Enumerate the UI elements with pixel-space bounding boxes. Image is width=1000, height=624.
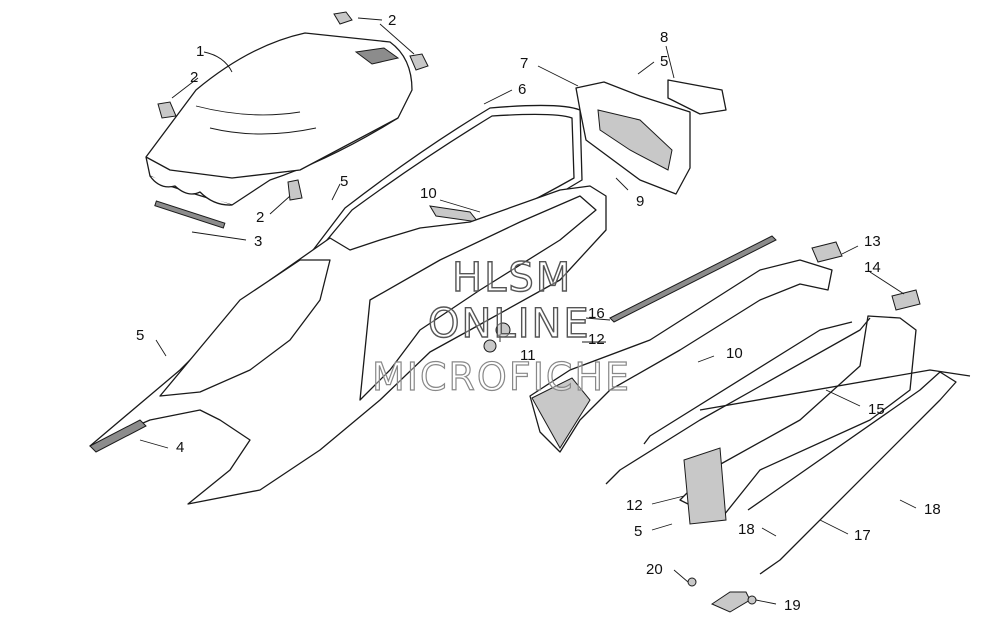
callout-2: 2 [388, 12, 396, 29]
part-clips [157, 11, 429, 201]
part-hardware [687, 577, 757, 613]
part-rear-bumper [529, 235, 833, 453]
watermark-line-1: HLSM [451, 255, 573, 301]
callout-14: 14 [864, 259, 881, 276]
callout-12: 12 [588, 331, 605, 348]
callout-7: 7 [520, 55, 528, 72]
callout-16: 16 [588, 305, 605, 322]
callout-10: 10 [420, 185, 437, 202]
callout-18: 18 [924, 501, 941, 518]
callout-2: 2 [256, 209, 264, 226]
watermark-line-3: MICROFICHE [371, 355, 632, 399]
part-trim-strip [154, 200, 226, 229]
callout-15: 15 [868, 401, 885, 418]
callout-11: 11 [520, 347, 536, 364]
part-rear-rails [605, 315, 971, 575]
part-seat-cover [145, 32, 413, 206]
callout-12: 12 [626, 497, 643, 514]
part-tail-housing [575, 79, 727, 195]
callout-5: 5 [340, 173, 348, 190]
callout-10: 10 [726, 345, 743, 362]
callout-13: 13 [864, 233, 881, 250]
callout-9: 9 [636, 193, 644, 210]
callout-18: 18 [738, 521, 755, 538]
callout-5: 5 [634, 523, 642, 540]
part-decal [811, 241, 843, 263]
part-grommet [483, 339, 497, 353]
callout-6: 6 [518, 81, 526, 98]
callout-5: 5 [136, 327, 144, 344]
callout-4: 4 [176, 439, 184, 456]
callout-20: 20 [646, 561, 663, 578]
callout-2: 2 [190, 69, 198, 86]
callout-19: 19 [784, 597, 801, 614]
watermark-line-2: ONLINE [427, 301, 591, 347]
callout-5: 5 [660, 53, 668, 70]
callout-8: 8 [660, 29, 668, 46]
callout-leaders [139, 17, 917, 605]
part-grommet [495, 322, 511, 338]
callout-1: 1 [196, 43, 204, 60]
callout-17: 17 [854, 527, 871, 544]
part-side-panels [89, 185, 607, 505]
part-decal [891, 289, 921, 311]
callout-3: 3 [254, 233, 262, 250]
callout-labels: 1 2 2 2 5 3 2 7 6 8 5 9 10 5 4 11 13 14 … [136, 12, 941, 614]
